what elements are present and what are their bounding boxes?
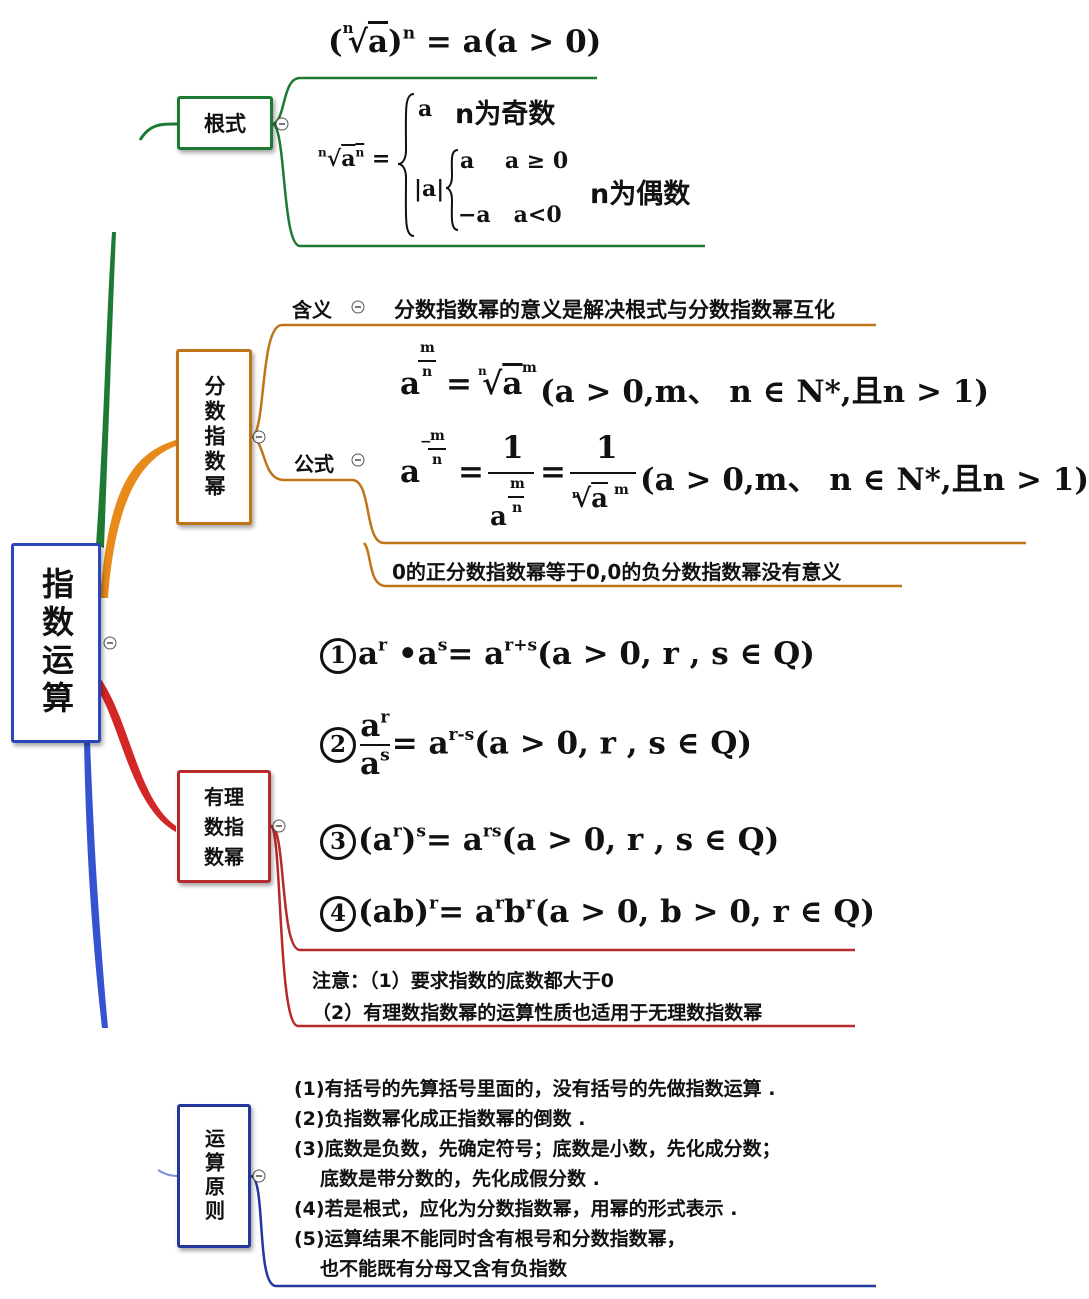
yunsuan-branch (250, 1174, 876, 1288)
genshi-root-expr: n√an = (318, 145, 391, 172)
youli-note-1: 注意：（1）要求指数的底数都大于0 (312, 970, 614, 992)
root-node[interactable]: 指数运算 (11, 543, 101, 743)
youli-rule-4: 4(ab)r= arbr(a > 0, b > 0, r ∈ Q) (320, 894, 875, 932)
rule-number-badge: 2 (320, 727, 356, 763)
collapse-toggle-youli (272, 819, 286, 833)
rule-number-badge: 3 (320, 823, 356, 860)
genshi-sub-brace (445, 149, 459, 231)
genshi-case-odd-value: a (418, 96, 433, 122)
node-fenshu[interactable]: 分数指数幂 (176, 349, 252, 525)
youli-rule-3: 3(ar)s= ars(a > 0, r , s ∈ Q) (320, 822, 779, 860)
genshi-formula-1: (n√a)n = a(a > 0) (328, 18, 602, 60)
trunk-green (96, 232, 116, 548)
node-youli[interactable]: 有理 数指 数幂 (177, 770, 271, 883)
collapse-toggle-yunsuan (252, 1169, 266, 1183)
yunsuan-rule-3: (3)底数是负数，先确定符号；底数是小数，先化成分数； (294, 1138, 781, 1160)
trunk-orange (100, 440, 176, 598)
genshi-case-pos: a a ≥ 0 (460, 148, 569, 174)
youli-note-2: （2）有理数指数幂的运算性质也适用于无理数指数幂 (312, 1002, 763, 1024)
yunsuan-rule-4: (4)若是根式，应化为分数指数幂，用幂的形式表示 . (294, 1198, 738, 1220)
node-yunsuan[interactable]: 运算原则 (177, 1104, 251, 1248)
collapse-toggle-root (103, 636, 117, 650)
collapse-toggle-fenshu (252, 430, 266, 444)
genshi-brace (397, 93, 415, 237)
rule-number-badge: 4 (320, 895, 356, 932)
collapse-toggle-meaning (351, 300, 365, 314)
fenshu-branch-zero (362, 542, 902, 588)
genshi-case-even-cond: n为偶数 (590, 179, 691, 210)
genshi-case-abs: |a| (414, 176, 445, 202)
fenshu-meaning-text: 分数指数幂的意义是解决根式与分数指数幂互化 (394, 298, 835, 322)
fenshu-formula-label: 公式 (294, 452, 334, 476)
fenshu-zero-note: 0的正分数指数幂等于0,0的负分数指数幂没有意义 (392, 560, 842, 584)
node-genshi[interactable]: 根式 (177, 96, 273, 150)
yunsuan-rule-3-cont: 底数是带分数的，先化成假分数 . (320, 1168, 600, 1190)
yunsuan-rule-5: (5)运算结果不能同时含有根号和分数指数幂， (294, 1228, 686, 1250)
fenshu-branch-formula (251, 435, 1026, 545)
youli-branch-note (269, 824, 855, 1028)
youli-branch-rules (270, 824, 855, 952)
yunsuan-rule-1: (1)有括号的先算括号里面的，没有括号的先做指数运算 . (294, 1078, 776, 1100)
genshi-branch-lower (272, 122, 705, 248)
rule-number-badge: 1 (320, 637, 356, 674)
collapse-toggle-genshi (275, 117, 289, 131)
fenshu-branch-meaning (251, 323, 876, 439)
fenshu-formula-2: a − m n = 1 a m n = 1 n √a m (a > 0,m、 n… (400, 428, 1089, 532)
yunsuan-rule-5-cont: 也不能既有分母又含有负指数 (320, 1258, 568, 1280)
yunsuan-rule-2: (2)负指数幂化成正指数幂的倒数 . (294, 1108, 586, 1130)
genshi-case-neg: −a a<0 (458, 202, 562, 228)
genshi-case-odd-cond: n为奇数 (455, 99, 556, 130)
collapse-toggle-formula (351, 453, 365, 467)
trunk-blue (84, 740, 108, 1028)
connector-yunsuan-stub (157, 1169, 178, 1177)
trunk-red (98, 678, 176, 832)
fenshu-meaning-label: 含义 (292, 298, 332, 322)
connector-genshi-stub (138, 122, 178, 141)
